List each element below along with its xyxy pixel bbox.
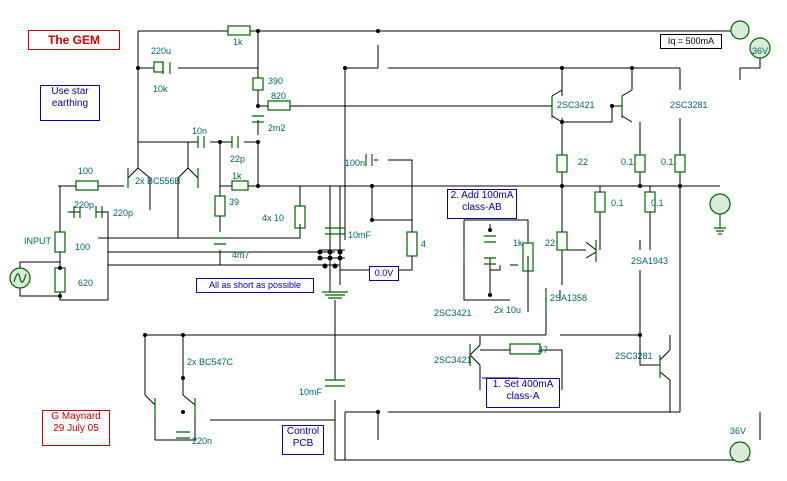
control-pcb-line1: Control (286, 426, 320, 437)
add-100ma-line2: class-AB (462, 202, 502, 213)
author-date: 29 July 05 (53, 423, 99, 434)
label-r-4x10: 4x 10 (262, 213, 284, 223)
author-name: G Maynard (51, 411, 101, 422)
label-r-01-d: 0.1 (651, 198, 664, 208)
label-r-620: 620 (78, 278, 93, 288)
label-c-220p-a: 220p (74, 200, 94, 210)
title-text: The GEM (47, 33, 100, 47)
star-earthing-line1: Use star (51, 86, 89, 97)
label-q-bc547c: 2x BC547C (187, 357, 234, 367)
label-q-2sc3421-b: 2SC3421 (434, 308, 472, 318)
label-c-22p: 22p (230, 154, 245, 164)
label-c-4m7: 4m7 (232, 250, 250, 260)
zero-v-text: 0.0V (374, 268, 394, 278)
label-c-2m2: 2m2 (268, 123, 286, 133)
label-pot-1k: 1k (513, 238, 523, 248)
control-pcb-note: Control PCB (282, 425, 324, 455)
set-400ma-note: 1. Set 400mA class-A (486, 378, 560, 408)
label-c-220u: 220u (151, 46, 171, 56)
label-r-390: 390 (268, 76, 283, 86)
short-note-text: All as short as possible (208, 280, 302, 290)
label-r-01-c: 0.1 (611, 198, 624, 208)
label-c-10n: 10n (192, 126, 207, 136)
star-earthing-line2: earthing (51, 98, 89, 109)
label-q-2sc3281-b: 2SC3281 (615, 351, 653, 361)
label-c-10mf-a: 10mF (348, 230, 372, 240)
label-q-2sc3421-a: 2SC3421 (557, 100, 595, 110)
label-supply-top: 36V (752, 46, 768, 56)
label-r-4: 4 (421, 239, 426, 249)
label-q-2sa1943: 2SA1943 (631, 256, 668, 266)
label-c-220n: 220n (192, 436, 212, 446)
author-note: G Maynard 29 July 05 (42, 410, 110, 446)
iq-note: Iq = 500mA (660, 34, 722, 49)
label-q-2sc3421-c: 2SC3421 (434, 355, 472, 365)
wires (19, 30, 761, 461)
label-q-2sc3281-a: 2SC3281 (670, 100, 708, 110)
label-r-100-b: 100 (75, 242, 90, 252)
label-r-10k: 10k (153, 84, 168, 94)
add-100ma-line1: 2. Add 100mA (450, 190, 514, 201)
set-400ma-line2: class-A (506, 391, 540, 402)
label-c-100n: 100n (345, 158, 365, 168)
label-r-820: 820 (271, 91, 286, 101)
label-supply-bottom: 36V (730, 426, 746, 436)
label-q-bc556b: 2x BC556B (135, 176, 181, 186)
short-note: All as short as possible (196, 278, 314, 293)
label-q-2sa1358: 2SA1358 (550, 293, 587, 303)
label-r-01-b: 0.1 (661, 157, 674, 167)
label-r-1k-top: 1k (233, 37, 243, 47)
label-r-1k-fb: 1k (232, 171, 242, 181)
components (9, 20, 771, 463)
junctions (58, 29, 682, 414)
set-400ma-line1: 1. Set 400mA (492, 379, 554, 390)
label-c-220p-b: 220p (113, 208, 133, 218)
label-r-100-in: 100 (78, 166, 93, 176)
label-c-2x10u: 2x 10u (494, 305, 521, 315)
label-r-22-a: 22 (578, 157, 588, 167)
star-earthing-note: Use star earthing (40, 85, 100, 121)
zero-v-note: 0.0V (369, 266, 399, 281)
label-r-01-a: 0.1 (621, 157, 634, 167)
component-labels: 1k 220u 10k 390 820 2m2 10n 22p 1k 2x BC… (24, 37, 768, 446)
label-pot-47: 47 (538, 345, 548, 355)
label-r-39: 39 (229, 197, 239, 207)
label-c-10mf-b: 10mF (299, 387, 323, 397)
title-box: The GEM (28, 30, 120, 50)
add-100ma-note: 2. Add 100mA class-AB (447, 189, 517, 219)
label-r-22-b: 22 (545, 238, 555, 248)
iq-text: Iq = 500mA (667, 36, 715, 46)
control-pcb-line2: PCB (292, 438, 314, 449)
label-input: INPUT (24, 236, 52, 246)
